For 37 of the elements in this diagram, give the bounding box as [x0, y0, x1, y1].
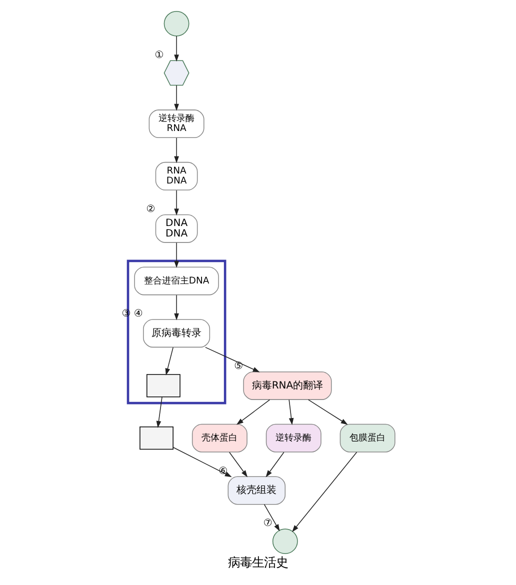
arrow [174, 242, 179, 268]
arrow [292, 452, 358, 532]
node-box: 逆转录酶 [266, 424, 322, 452]
node-label: ⑤ [234, 361, 244, 372]
node-box: 逆转录酶 RNA [148, 110, 204, 138]
node-box: DNA DNA [155, 214, 198, 243]
arrow [308, 399, 348, 425]
node-box [140, 426, 174, 450]
arrow [264, 504, 280, 532]
arrow [174, 36, 179, 62]
caption: 病毒生活史 [228, 556, 288, 570]
node-box: 整合进宿主DNA [134, 266, 219, 296]
arrow [229, 452, 248, 478]
arrow [156, 396, 162, 428]
node-circle [272, 528, 298, 554]
arrow [266, 452, 284, 478]
node-box: 壳体蛋白 [192, 424, 248, 452]
node-label: ② [146, 204, 156, 215]
node-circle [164, 10, 190, 36]
arrow [288, 399, 294, 426]
node-box: 核壳组装 [228, 476, 286, 505]
node-box: RNA DNA [155, 162, 198, 190]
node-box [146, 374, 180, 398]
node-hexagon [164, 60, 190, 86]
node-box: 原病毒转录 [143, 319, 210, 348]
node-box: 包膜蛋白 [340, 424, 396, 452]
arrow [174, 85, 179, 111]
arrow [165, 347, 174, 376]
arrow [172, 446, 232, 478]
node-label: ⑦ [263, 518, 272, 530]
arrow [174, 190, 179, 216]
arrow [236, 399, 270, 425]
arrow [174, 138, 179, 164]
arrow [174, 294, 179, 320]
arrow [205, 346, 260, 372]
node-box: 病毒RNA的翻译 [243, 371, 332, 400]
node-label: ① [154, 50, 164, 61]
